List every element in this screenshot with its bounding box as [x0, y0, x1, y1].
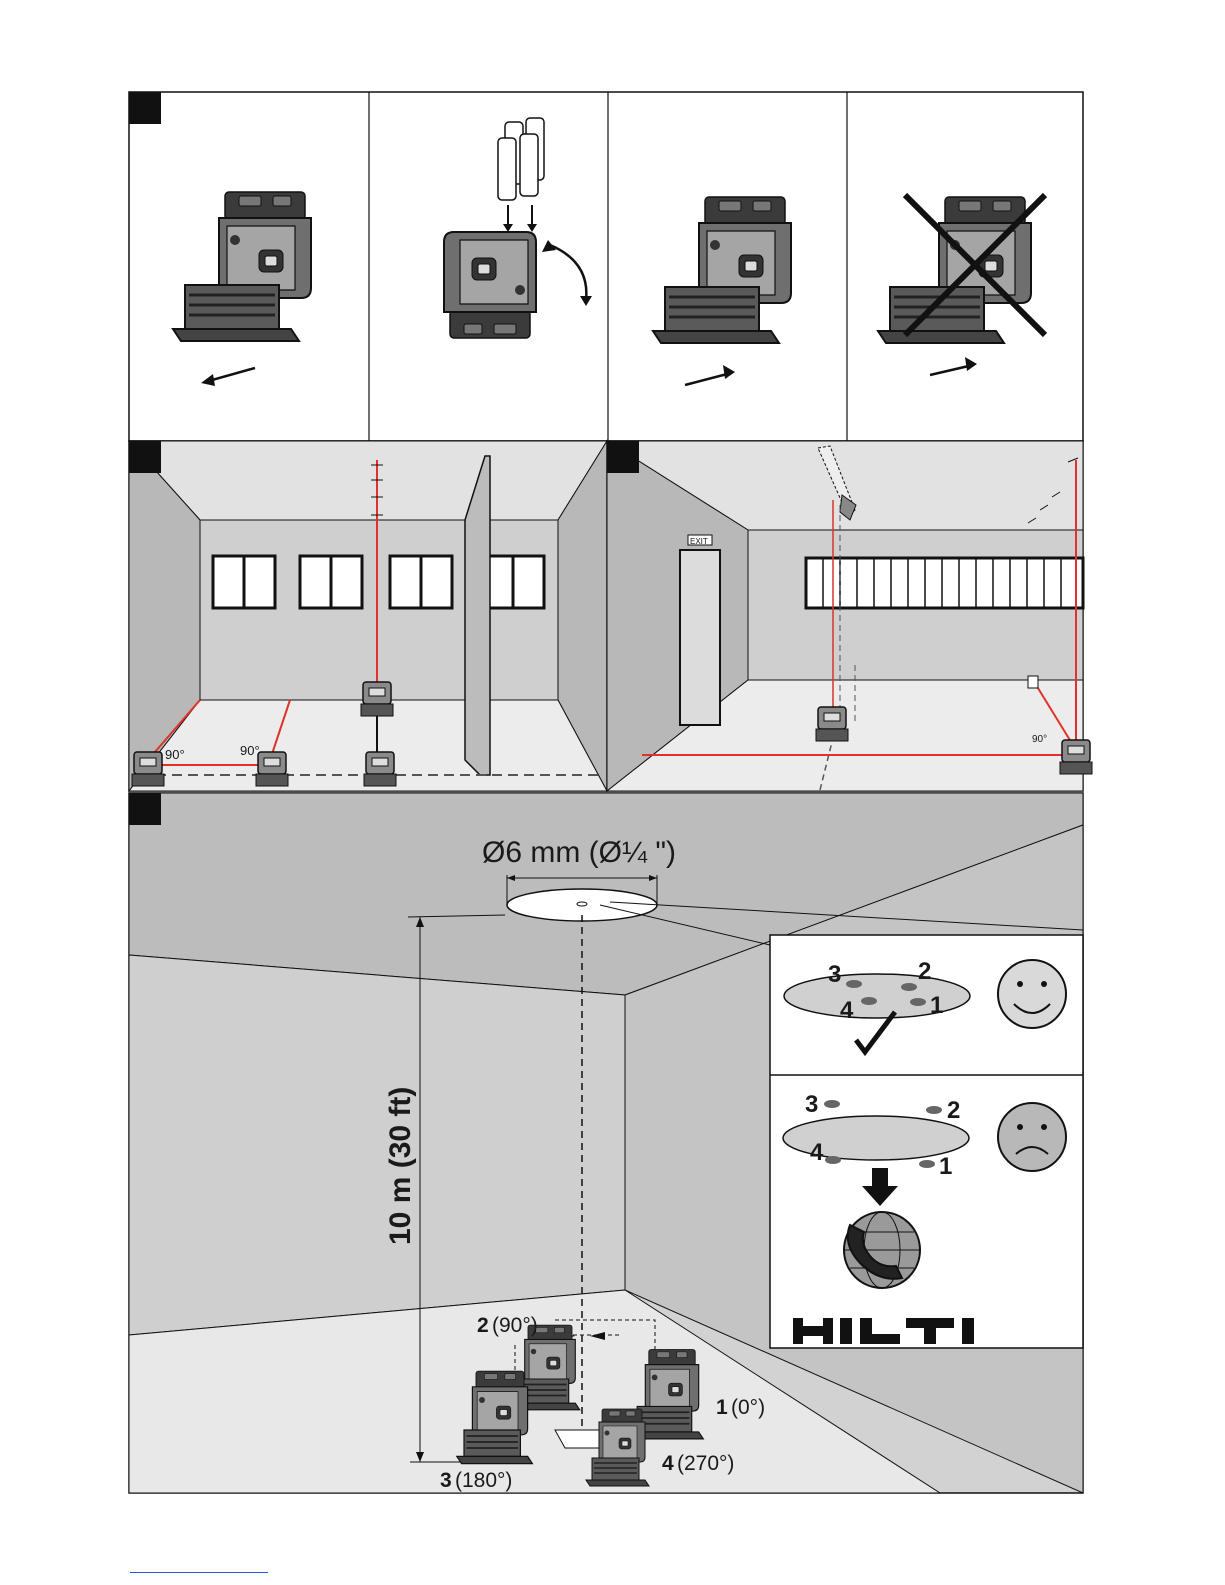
position-label-2: 2 (90°): [477, 1314, 538, 1337]
smiley-happy-icon: [998, 960, 1066, 1028]
svg-text:(0°): (0°): [731, 1396, 765, 1419]
room-right: EXIT: [607, 441, 1092, 791]
svg-text:1: 1: [716, 1396, 728, 1419]
svg-text:3: 3: [440, 1469, 452, 1492]
svg-text:4: 4: [662, 1452, 674, 1475]
ok-point-1: 1: [930, 992, 943, 1019]
svg-text:(180°): (180°): [455, 1469, 512, 1492]
ok-point-3: 3: [828, 961, 841, 988]
bad-point-1: 1: [939, 1153, 952, 1180]
figure-3-marker: [129, 793, 161, 825]
battery-icon: [498, 118, 544, 200]
bad-point-2: 2: [947, 1097, 960, 1124]
window-strip: [806, 558, 1083, 608]
height-label: 10 m (30 ft): [384, 1087, 417, 1245]
angle-label-right: 90°: [1032, 734, 1047, 745]
bad-point-3: 3: [805, 1091, 818, 1118]
service-globe-phone-icon: [844, 1212, 920, 1288]
exit-sign: EXIT: [690, 537, 708, 546]
svg-text:(270°): (270°): [677, 1452, 734, 1475]
position-label-4: 4 (270°): [662, 1452, 734, 1475]
figure-3-panel: Ø6 mm (Ø¼ ") 10 m (30 ft) 2 (90°) 1: [129, 793, 1083, 1493]
figure-2-panels: 90° 90° EXIT: [129, 441, 1092, 791]
room-left: 90° 90°: [129, 441, 607, 791]
angle-label-mid: 90°: [240, 743, 260, 758]
position-label-1: 1 (0°): [716, 1396, 765, 1419]
smiley-sad-icon: [998, 1103, 1066, 1171]
svg-text:2: 2: [477, 1314, 489, 1337]
bad-point-4: 4: [810, 1139, 824, 1166]
svg-text:(90°): (90°): [492, 1314, 538, 1337]
ok-point-4: 4: [840, 997, 854, 1024]
figure-2-marker: [129, 441, 161, 473]
figure-1-panels: [129, 92, 1083, 441]
result-box: 3 2 4 1 3 2 4: [770, 935, 1083, 1348]
angle-label-left: 90°: [165, 747, 185, 762]
ok-point-2: 2: [918, 958, 931, 985]
diameter-label: Ø6 mm (Ø¼ "): [482, 836, 676, 869]
position-label-3: 3 (180°): [440, 1469, 512, 1492]
figure-1-marker: [129, 92, 161, 124]
bottom-link-underline: [130, 1572, 268, 1573]
figure-2b-marker: [607, 441, 639, 473]
